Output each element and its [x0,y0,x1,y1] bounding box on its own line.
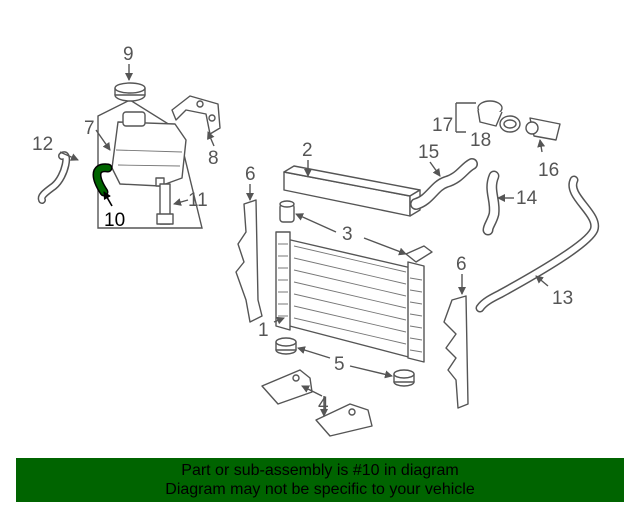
callout-1: 1 [258,320,269,341]
radiator [275,231,425,363]
radiator-upper-baffle [283,165,421,217]
diagram-note-line-2: Diagram may not be specific to your vehi… [165,481,475,498]
parts-diagram: 1 2 3 4 5 6 6 7 8 9 10 11 12 13 14 15 16… [32,44,600,437]
callout-2: 2 [302,140,313,161]
upper-insulator-right [405,245,433,263]
callout-13: 13 [552,288,573,309]
callout-14: 14 [516,188,538,209]
level-sensor [156,183,174,225]
callout-17: 17 [432,115,453,136]
lower-insulator-left [275,337,297,355]
diagram-note-line-1: Part or sub-assembly is #10 in diagram [181,462,459,479]
callout-15: 15 [418,142,439,163]
lower-bracket-right [315,403,373,437]
callout-11: 11 [188,190,208,211]
callout-4: 4 [318,394,329,415]
callout-labels: 1 2 3 4 5 6 6 7 8 9 10 11 12 13 14 15 16… [32,44,573,415]
callout-7: 7 [84,118,95,139]
reservoir-bracket [171,95,221,135]
upper-insulator-left [279,200,295,223]
diagram-note-banner: Part or sub-assembly is #10 in diagram D… [16,458,624,502]
thermostat-housing [477,100,503,127]
reservoir-assembly-outline [97,99,203,229]
callout-3: 3 [342,224,353,245]
reservoir-hose-fill [94,164,111,195]
callout-10: 10 [104,210,125,231]
callout-8: 8 [208,148,219,169]
lower-insulator-right [393,369,415,387]
radiator-cap [114,82,146,102]
leader-lines [59,64,549,417]
callout-18: 18 [470,130,491,151]
coolant-reservoir [111,111,187,187]
thermostat-gasket [499,115,521,133]
callout-6-right: 6 [456,254,467,275]
callout-9: 9 [123,44,134,65]
lower-bracket-left [261,369,313,405]
air-baffle-left [235,199,263,323]
callout-bracket-17-18 [455,102,476,133]
callout-12: 12 [32,134,53,155]
air-baffle-right [443,295,469,409]
callout-5: 5 [334,354,345,375]
callout-16: 16 [538,160,559,181]
water-outlet [525,117,561,141]
callout-6-left: 6 [245,164,256,185]
